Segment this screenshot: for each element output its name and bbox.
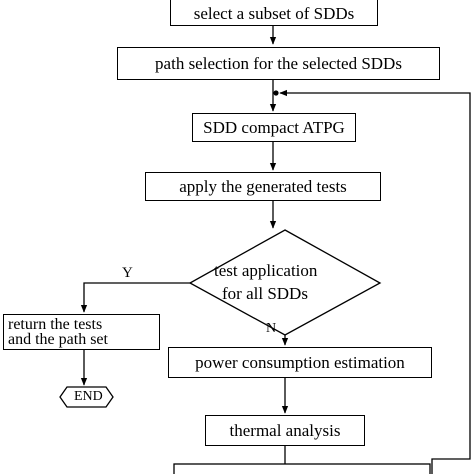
- step-apply-tests: apply the generated tests: [145, 172, 381, 201]
- step-select-subset: select a subset of SDDs: [170, 0, 378, 26]
- step-power-estimation-label: power consumption estimation: [195, 353, 405, 372]
- step-path-selection-label: path selection for the selected SDDs: [155, 54, 402, 73]
- step-compact-atpg: SDD compact ATPG: [192, 113, 356, 142]
- step-next-box: [173, 463, 431, 474]
- step-power-estimation: power consumption estimation: [168, 347, 432, 378]
- connector-feedback-loop: [279, 89, 471, 474]
- decision-label-line2: for all SDDs: [222, 284, 308, 303]
- step-return-tests: return the tests and the path set: [3, 314, 160, 350]
- end-label: END: [74, 389, 103, 404]
- connector-decision-yes: [80, 282, 191, 313]
- step-thermal-analysis: thermal analysis: [205, 415, 365, 446]
- step-return-tests-line2: and the path set: [8, 331, 108, 348]
- step-compact-atpg-label: SDD compact ATPG: [203, 118, 345, 137]
- decision-label-line1: test application: [214, 261, 318, 280]
- decision-diamond: [188, 229, 382, 336]
- step-thermal-analysis-label: thermal analysis: [229, 421, 341, 440]
- step-select-subset-label: select a subset of SDDs: [193, 3, 355, 23]
- step-return-tests-text: return the tests and the path set: [8, 315, 108, 348]
- step-path-selection: path selection for the selected SDDs: [117, 47, 440, 80]
- junction-dot: [273, 90, 279, 96]
- branch-no-label: N: [266, 321, 277, 336]
- end-terminator-shape: [59, 386, 114, 408]
- step-apply-tests-label: apply the generated tests: [179, 177, 347, 196]
- step-return-tests-line1: return the tests: [8, 315, 103, 333]
- branch-yes-label: Y: [122, 265, 133, 281]
